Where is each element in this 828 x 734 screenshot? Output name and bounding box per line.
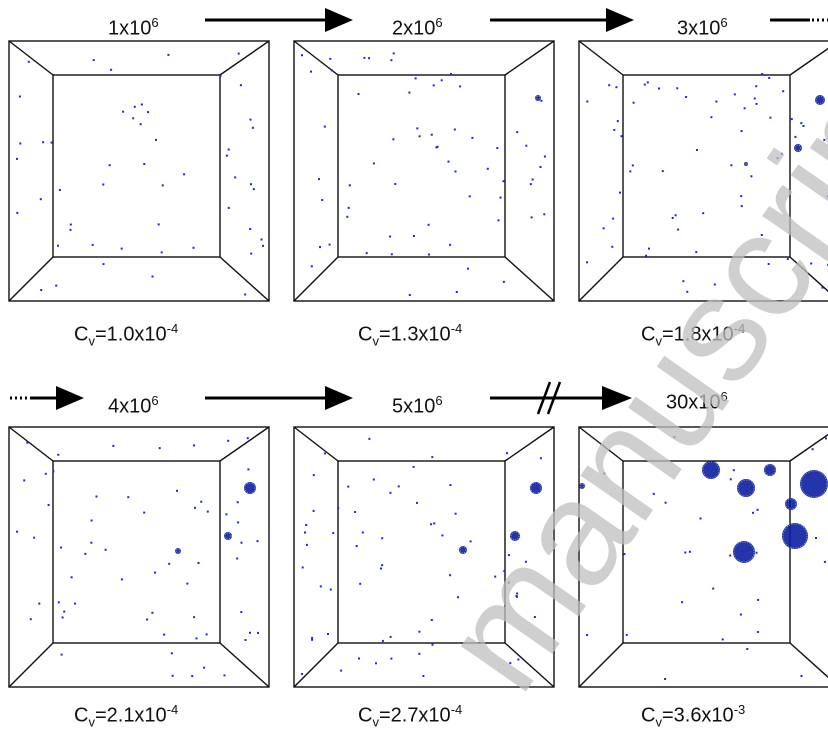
cv-label-4: Cv=2.1x10-4 [74, 699, 178, 734]
simulation-box-3 [578, 40, 828, 306]
step-label-5-exp: 6 [435, 393, 443, 408]
simulation-box-5 [293, 426, 557, 692]
arrow-continue-to-4 [10, 386, 84, 410]
cv-value: =2.1x10 [94, 704, 167, 727]
simulation-box-1 [8, 40, 272, 306]
vacancy-dots [16, 437, 259, 678]
cube-frame [8, 40, 270, 302]
cube-frame [578, 40, 828, 302]
step-label-6: 30x106 [666, 386, 728, 414]
cv-exponent: -3 [733, 702, 746, 717]
cv-value: =1.0x10 [94, 323, 167, 346]
cv-label-6: Cv=3.6x10-3 [641, 699, 745, 734]
step-label-4-exp: 6 [151, 393, 159, 408]
step-label-1-base: 1x10 [108, 17, 152, 40]
cv-exponent: -4 [450, 702, 463, 717]
step-label-2-exp: 6 [435, 15, 443, 30]
cv-exponent: -4 [166, 321, 179, 336]
cv-subscript: v [655, 333, 662, 349]
cv-symbol: C [74, 323, 89, 346]
simulation-box-6 [578, 426, 828, 692]
vacancy-clusters [459, 482, 542, 554]
step-label-1: 1x106 [108, 12, 159, 40]
vacancy-dots [301, 437, 542, 677]
cv-exponent: -4 [733, 321, 746, 336]
cv-symbol: C [74, 704, 89, 727]
cv-value: =1.3x10 [378, 323, 451, 346]
cv-label-2: Cv=1.3x10-4 [358, 318, 462, 353]
vacancy-dots [301, 52, 546, 296]
step-label-1-exp: 6 [151, 15, 159, 30]
cube-frame [293, 40, 555, 302]
cv-value: =3.6x10 [661, 704, 734, 727]
cv-label-1: Cv=1.0x10-4 [74, 318, 178, 353]
cv-subscript: v [372, 333, 379, 349]
step-label-4: 4x106 [108, 390, 159, 418]
vacancy-dots [586, 73, 828, 293]
cv-symbol: C [641, 323, 656, 346]
cube-frame [8, 426, 270, 688]
step-label-2-base: 2x10 [392, 17, 436, 40]
cv-subscript: v [372, 714, 379, 730]
simulation-box-4 [8, 426, 272, 692]
arrow-5-to-30-break [490, 381, 632, 415]
step-label-6-base: 30x10 [666, 391, 721, 414]
vacancy-dots [586, 436, 827, 680]
cv-label-5: Cv=2.7x10-4 [358, 699, 462, 734]
cv-subscript: v [655, 714, 662, 730]
vacancy-clusters [535, 95, 541, 101]
step-label-3-exp: 6 [720, 15, 728, 30]
vacancy-clusters [175, 482, 256, 554]
step-label-3-base: 3x10 [677, 17, 721, 40]
cv-subscript: v [88, 714, 95, 730]
cv-symbol: C [641, 704, 656, 727]
vacancy-clusters [579, 461, 828, 563]
arrow-2-to-3 [490, 8, 634, 32]
cv-label-3: Cv=1.8x10-4 [641, 318, 745, 353]
cube-frame [293, 426, 555, 688]
cv-exponent: -4 [450, 321, 463, 336]
arrow-3-continue-dotted [770, 18, 828, 22]
cube-frame [578, 426, 828, 688]
arrow-1-to-2 [205, 8, 353, 32]
vacancy-dots [16, 52, 264, 296]
cv-value: =1.8x10 [661, 323, 734, 346]
cv-symbol: C [358, 704, 373, 727]
step-label-6-exp: 6 [720, 389, 728, 404]
step-label-3: 3x106 [677, 12, 728, 40]
cv-subscript: v [88, 333, 95, 349]
cv-exponent: -4 [166, 702, 179, 717]
step-label-5-base: 5x10 [392, 395, 436, 418]
arrow-4-to-5 [205, 386, 353, 410]
simulation-box-2 [293, 40, 557, 306]
step-label-2: 2x106 [392, 12, 443, 40]
vacancy-clusters [744, 95, 825, 166]
step-label-4-base: 4x10 [108, 395, 152, 418]
step-label-5: 5x106 [392, 390, 443, 418]
cv-value: =2.7x10 [378, 704, 451, 727]
cv-symbol: C [358, 323, 373, 346]
